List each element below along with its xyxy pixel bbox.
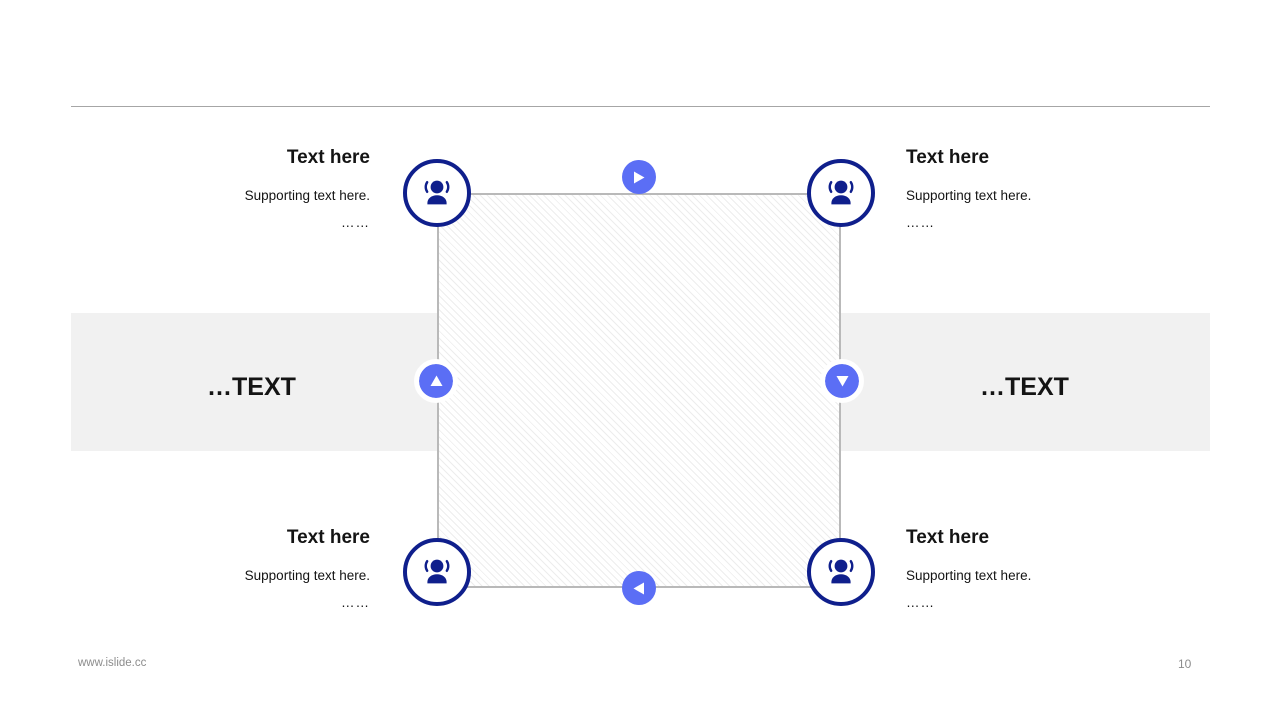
flow-marker-bottom[interactable]	[622, 571, 656, 605]
node-ellipsis: ……	[906, 595, 935, 611]
node-title: Text here	[286, 147, 370, 168]
people-icon	[420, 178, 454, 208]
people-icon	[824, 178, 858, 208]
node-bottom-left[interactable]	[403, 538, 471, 606]
node-support-text: Supporting text here.	[906, 187, 1032, 203]
arrow-right-icon	[632, 170, 646, 185]
text-block-top-left: Text here Supporting text here. ……	[70, 147, 370, 231]
text-block-bottom-right: Text here Supporting text here. ……	[906, 527, 1206, 611]
flow-marker-right[interactable]	[820, 359, 864, 403]
node-top-right[interactable]	[807, 159, 875, 227]
flow-marker-top[interactable]	[622, 160, 656, 194]
node-ellipsis: ……	[906, 215, 935, 231]
cycle-connector-square	[437, 193, 841, 588]
arrow-up-icon	[429, 374, 444, 388]
people-icon	[420, 557, 454, 587]
node-title: Text here	[906, 147, 990, 168]
footer-page-number: 10	[1178, 657, 1192, 671]
band-label-right: …TEXT	[980, 373, 1069, 401]
text-block-bottom-left: Text here Supporting text here. ……	[70, 527, 370, 611]
band-label-left: …TEXT	[207, 373, 296, 401]
footer-url: www.islide.cc	[78, 657, 147, 669]
text-block-top-right: Text here Supporting text here. ……	[906, 147, 1206, 231]
node-bottom-right[interactable]	[807, 538, 875, 606]
header-divider	[71, 106, 1210, 107]
node-title: Text here	[286, 527, 370, 548]
node-top-left[interactable]	[403, 159, 471, 227]
node-support-text: Supporting text here.	[244, 567, 370, 583]
node-support-text: Supporting text here.	[244, 187, 370, 203]
arrow-down-icon	[835, 374, 850, 388]
node-ellipsis: ……	[341, 595, 370, 611]
node-title: Text here	[906, 527, 990, 548]
node-support-text: Supporting text here.	[906, 567, 1032, 583]
flow-marker-left[interactable]	[414, 359, 458, 403]
node-ellipsis: ……	[341, 215, 370, 231]
people-icon	[824, 557, 858, 587]
arrow-left-icon	[632, 581, 646, 596]
